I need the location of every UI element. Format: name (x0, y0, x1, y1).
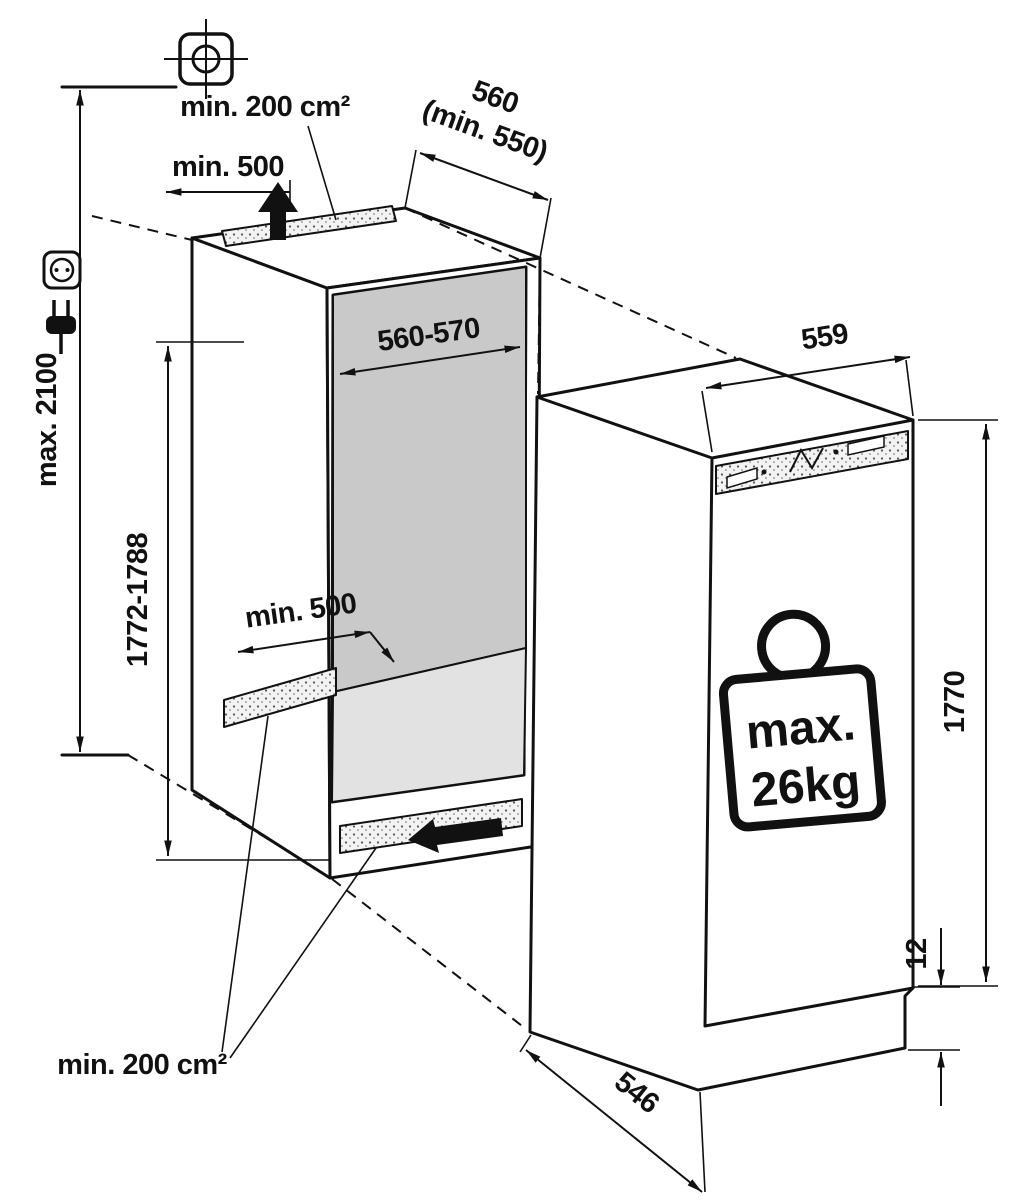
airflow-in-arrow-icon (408, 818, 503, 853)
niche-floor (330, 646, 528, 804)
appliance-depth-dim-line (525, 1049, 703, 1193)
power-socket-icon (42, 250, 82, 290)
bottom-vent-leader-line-1 (221, 715, 269, 1053)
ceiling-height-label: max. 2100 (31, 353, 63, 487)
bottom-vent-leader-line-2 (229, 847, 377, 1059)
floor-vent-opening (223, 667, 337, 728)
appliance-width-label: 559 (799, 318, 850, 357)
projection-dashed-lines (331, 207, 737, 1030)
appliance-width-dim-line (705, 355, 911, 390)
top-vent-leader-line (307, 125, 337, 221)
top-vent-opening (221, 205, 397, 247)
weight-icon: max. 26kg (718, 609, 886, 832)
niche-width-dim-line (339, 345, 521, 376)
power-plug-icon (46, 300, 76, 354)
floor-vent-depth-dim-line (237, 630, 371, 654)
weight-value-label: 26kg (749, 755, 863, 817)
niche-left-panel (190, 236, 332, 880)
top-clearance-label: min. 500 (172, 151, 284, 183)
bottom-vent-area-label: min. 200 cm² (57, 1049, 228, 1081)
niche-height-label: 1772-1788 (122, 533, 154, 668)
top-vent-area-label: min. 200 cm² (180, 91, 351, 123)
wall-projection-dashed-line (91, 215, 193, 241)
appliance-edges (535, 395, 915, 1028)
niche-housing (190, 205, 542, 880)
appliance-height-label: 1770 (939, 671, 971, 734)
airflow-up-arrow-icon (258, 182, 298, 240)
drill-hole-icon (164, 19, 248, 99)
appliance: max. 26kg (528, 357, 915, 1092)
base-recess-label: 12 (901, 938, 933, 969)
weight-max-label: max. (744, 697, 858, 759)
door-top-fittings (726, 435, 885, 490)
niche-depth-dim-line (419, 152, 549, 201)
